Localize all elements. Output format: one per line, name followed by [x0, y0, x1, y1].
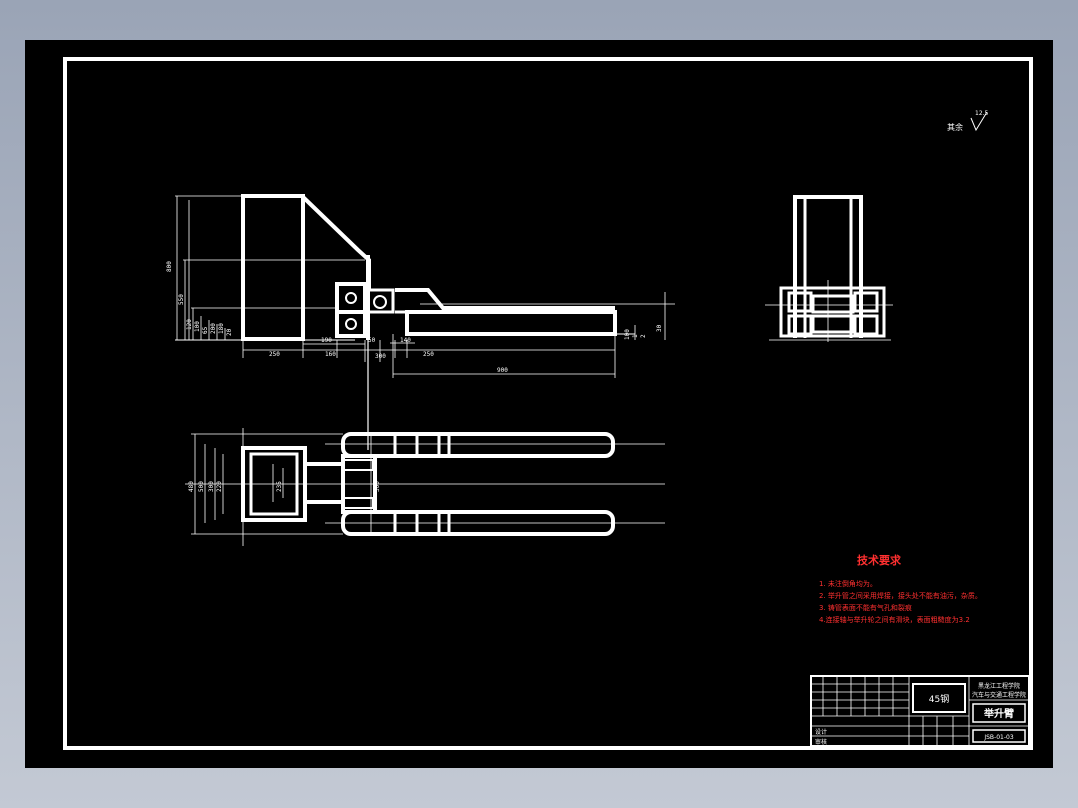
tech-req-item-2: 2. 举升管之间采用焊接，接头处不能有油污，杂质。: [819, 591, 982, 600]
school-name: 黑龙江工程学院: [978, 682, 1020, 690]
school-dept: 汽车与交通工程学院: [972, 691, 1026, 699]
dim-2: 2: [640, 334, 647, 338]
side-view: [175, 194, 675, 450]
tech-req-title: 技术要求: [857, 553, 902, 567]
dim-500: 500: [198, 481, 205, 492]
side-view-dimensions: 800 550 120 100 65 200 180 20 100 1 2 30…: [166, 261, 663, 374]
cad-drawing: 其余 12.5: [63, 57, 1033, 750]
tech-req-item-4: 4.连接轴与举升轮之间有滑块，表面粗糙度为3.2: [819, 615, 970, 624]
dim-200: 200: [210, 323, 217, 334]
dim-65: 65: [202, 326, 209, 334]
tech-requirements: 技术要求 1. 未注倒角均为。 2. 举升管之间采用焊接，接头处不能有油污，杂质…: [819, 553, 982, 624]
dim-100b: 100: [624, 329, 631, 340]
dim-190: 190: [321, 337, 332, 344]
dim-300c: 300: [374, 481, 381, 492]
dim-480: 480: [188, 481, 195, 492]
material-label: 45钢: [929, 693, 949, 705]
dim-300b: 300: [208, 481, 215, 492]
dim-160: 160: [325, 351, 336, 358]
dim-120: 120: [186, 319, 193, 330]
dim-30: 30: [656, 324, 663, 332]
reviewer-label: 审核: [815, 738, 827, 746]
part-name: 举升臂: [983, 707, 1014, 720]
designer-label: 设计: [815, 728, 827, 736]
dim-220: 220: [216, 481, 223, 492]
top-view-dimensions: 480 500 300 220 235 300: [188, 481, 381, 492]
dim-250b: 250: [423, 351, 434, 358]
title-block: 45钢 黑龙江工程学院 汽车与交通工程学院 举升臂 JSB-01-03 设计 审…: [810, 675, 1030, 747]
dim-800: 800: [166, 261, 173, 272]
roughness-symbol: 其余 12.5: [947, 110, 989, 132]
dim-235: 235: [276, 481, 283, 492]
dim-50: 50: [368, 337, 376, 344]
end-view: [765, 195, 893, 342]
dim-20: 20: [226, 328, 233, 336]
dim-300: 300: [375, 353, 386, 360]
roughness-value: 12.5: [975, 110, 989, 117]
dim-140: 140: [400, 337, 411, 344]
dim-100: 100: [194, 321, 201, 332]
dim-250: 250: [269, 351, 280, 358]
tech-req-item-3: 3. 铸管表面不能有气孔和裂痕: [819, 603, 912, 612]
outer-frame: [63, 57, 1033, 750]
drawing-number: JSB-01-03: [983, 734, 1013, 741]
drawing-sheet: 其余 12.5: [25, 40, 1053, 768]
dim-900: 900: [497, 367, 508, 374]
tech-req-item-1: 1. 未注倒角均为。: [819, 579, 877, 588]
dim-1: 1: [632, 334, 639, 338]
dim-180: 180: [218, 323, 225, 334]
top-view: [185, 428, 665, 546]
dim-550: 550: [178, 294, 185, 305]
roughness-label: 其余: [947, 122, 963, 132]
